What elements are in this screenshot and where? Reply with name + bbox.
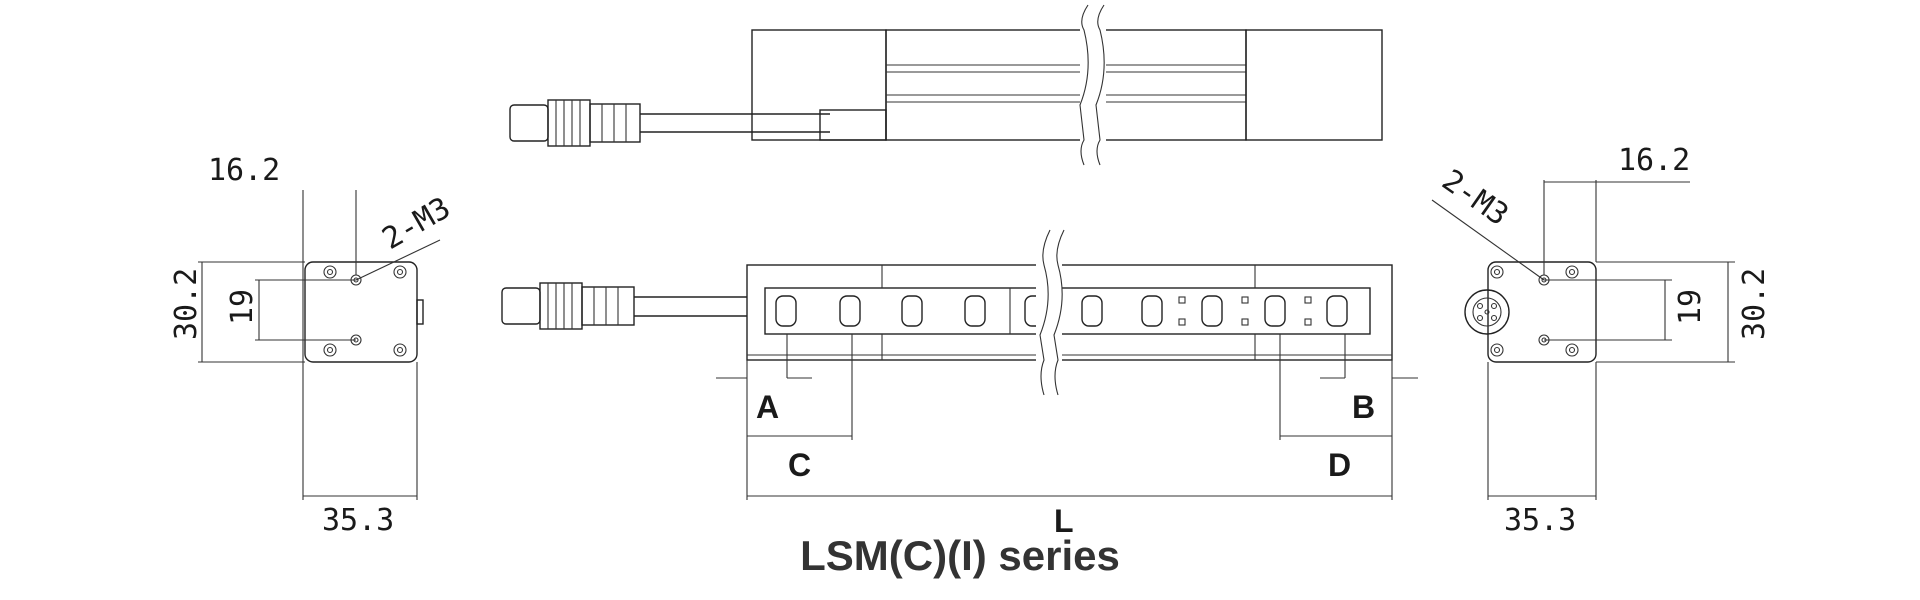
led-chip — [1264, 295, 1286, 327]
front-connector — [501, 282, 747, 330]
front-break — [1036, 229, 1065, 396]
led-array — [775, 295, 1348, 327]
smd-pad — [1304, 296, 1312, 304]
left-dimensions — [198, 190, 441, 500]
left-width-top: 16.2 — [208, 153, 280, 188]
left-height-inner: 19 — [225, 289, 260, 325]
top-body — [751, 4, 1383, 166]
dim-label-d: D — [1328, 447, 1351, 483]
top-connector — [509, 99, 830, 147]
led-chip — [775, 295, 797, 327]
front-dimensions — [716, 334, 1418, 500]
led-chip — [964, 295, 986, 327]
dim-label-b: B — [1352, 389, 1375, 425]
smd-pad — [1241, 318, 1249, 326]
right-height-inner: 19 — [1673, 289, 1708, 325]
led-chip — [1326, 295, 1348, 327]
dim-label-l: L — [1054, 503, 1074, 539]
front-view: A B C D L — [501, 229, 1418, 539]
led-chip — [901, 295, 923, 327]
left-thread-label: 2-M3 — [377, 190, 457, 256]
smd-pad — [1178, 318, 1186, 326]
dim-label-a: A — [756, 389, 779, 425]
right-height-outer: 30.2 — [1737, 268, 1772, 340]
front-body — [746, 264, 1393, 361]
dim-label-c: C — [788, 447, 811, 483]
smd-pad — [1241, 296, 1249, 304]
right-connector-face — [1464, 289, 1510, 335]
led-chip — [1081, 295, 1103, 327]
led-chip — [1201, 295, 1223, 327]
smd-pad — [1304, 318, 1312, 326]
left-height-outer: 30.2 — [169, 268, 204, 340]
left-end-view: 16.2 2-M3 30.2 19 35.3 — [169, 153, 457, 538]
left-width-bottom: 35.3 — [322, 503, 394, 538]
right-end-view: 16.2 2-M3 30.2 19 35.3 — [1431, 143, 1772, 538]
led-chip — [839, 295, 861, 327]
led-chip — [1141, 295, 1163, 327]
top-view — [509, 4, 1383, 166]
right-width-bottom: 35.3 — [1504, 503, 1576, 538]
right-thread-label: 2-M3 — [1435, 163, 1514, 233]
smd-pad — [1178, 296, 1186, 304]
series-caption: LSM(C)(I) series — [800, 532, 1120, 579]
right-width-top: 16.2 — [1618, 143, 1690, 178]
right-dimensions — [1431, 180, 1735, 500]
